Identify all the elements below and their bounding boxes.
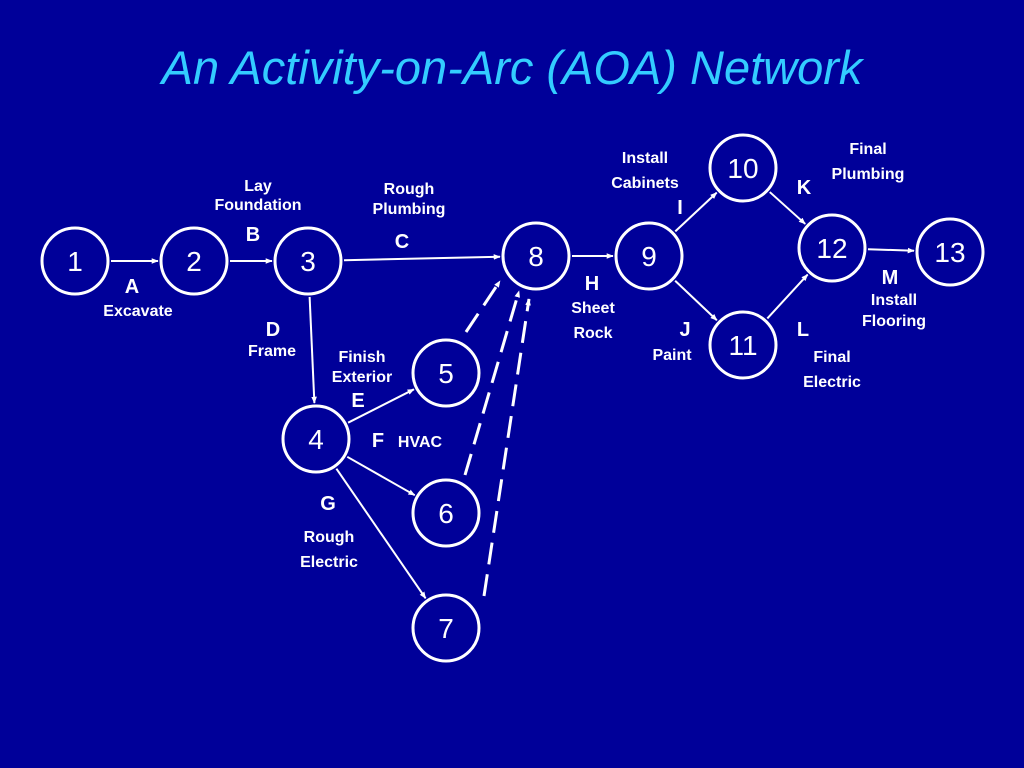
activity-letter-k: K: [797, 177, 812, 199]
page-title: An Activity-on-Arc (AOA) Network: [161, 41, 863, 94]
activity-letter-a: A: [125, 276, 139, 298]
activity-desc-e: Exterior: [332, 369, 392, 386]
node-circle-11: [708, 310, 778, 380]
node-label-5: 5: [438, 358, 454, 389]
arc-d: [308, 296, 317, 404]
activity-desc-b: Lay: [244, 178, 272, 195]
arc-f: [346, 455, 416, 497]
dummy-arc-7-8: [482, 298, 531, 597]
activity-desc-a: Excavate: [103, 303, 172, 320]
node-label-11: 11: [728, 330, 757, 361]
node-label-2: 2: [186, 246, 202, 277]
arcs-layer: [111, 191, 915, 599]
activity-desc-c: Plumbing: [373, 201, 446, 218]
activity-desc-h: Sheet: [571, 300, 615, 317]
activity-desc-e: Finish: [338, 349, 385, 366]
dummy-arc-5-8: [464, 280, 502, 333]
activity-letter-m: M: [882, 267, 899, 289]
node-circle-7: [411, 593, 481, 663]
arc-c: [343, 254, 501, 262]
activity-desc-i: Install: [622, 150, 668, 167]
node-label-3: 3: [300, 246, 316, 277]
node-circle-4: [281, 404, 351, 474]
node-label-10: 10: [727, 153, 758, 184]
dummy-arc-6-8: [463, 290, 521, 476]
activity-desc-k: Final: [849, 141, 886, 158]
activity-letter-i: I: [677, 197, 683, 219]
node-circle-8: [501, 221, 571, 291]
activity-letter-d: D: [266, 319, 280, 341]
node-circle-13: [915, 217, 985, 287]
node-label-4: 4: [308, 424, 324, 455]
node-circle-3: [273, 226, 343, 296]
activity-desc-b: Foundation: [214, 197, 301, 214]
activity-letter-e: E: [351, 390, 364, 412]
activity-desc-j: Paint: [652, 347, 692, 364]
arc-m: [867, 247, 915, 254]
activity-letter-h: H: [585, 273, 599, 295]
activity-letter-b: B: [246, 224, 260, 246]
activity-desc-h: Rock: [573, 325, 612, 342]
node-circle-1: [40, 226, 110, 296]
activity-letter-g: G: [320, 493, 336, 515]
arc-j: [674, 280, 718, 321]
node-label-8: 8: [528, 241, 544, 272]
arc-i: [674, 191, 718, 233]
activity-desc-c: Rough: [384, 181, 435, 198]
activity-desc-m: Install: [871, 292, 917, 309]
arc-g: [335, 468, 427, 599]
activity-desc-g: Electric: [300, 554, 358, 571]
node-circle-5: [411, 338, 481, 408]
activity-desc-m: Flooring: [862, 313, 926, 330]
arc-k: [769, 191, 806, 225]
node-circle-10: [708, 133, 778, 203]
activity-letter-j: J: [679, 319, 690, 341]
node-circle-12: [797, 213, 867, 283]
activity-desc-f: HVAC: [398, 434, 443, 451]
activity-desc-i: Cabinets: [611, 175, 679, 192]
activity-desc-l: Electric: [803, 374, 861, 391]
node-label-12: 12: [816, 233, 847, 264]
activity-letter-c: C: [395, 231, 409, 253]
activity-desc-l: Final: [813, 349, 850, 366]
arc-l: [766, 273, 809, 320]
arc-e: [347, 388, 415, 424]
node-circle-9: [614, 221, 684, 291]
node-label-7: 7: [438, 613, 454, 644]
activity-desc-k: Plumbing: [832, 166, 905, 183]
activity-desc-g: Rough: [304, 529, 355, 546]
activity-letter-f: F: [372, 430, 384, 452]
activity-desc-d: Frame: [248, 343, 296, 360]
activity-letter-l: L: [797, 319, 809, 341]
node-label-1: 1: [67, 246, 83, 277]
node-label-6: 6: [438, 498, 454, 529]
node-label-13: 13: [934, 237, 965, 268]
node-label-9: 9: [641, 241, 657, 272]
node-circle-2: [159, 226, 229, 296]
labels-layer: AExcavateBLayFoundationCRoughPlumbingDFr…: [103, 141, 926, 571]
node-circle-6: [411, 478, 481, 548]
